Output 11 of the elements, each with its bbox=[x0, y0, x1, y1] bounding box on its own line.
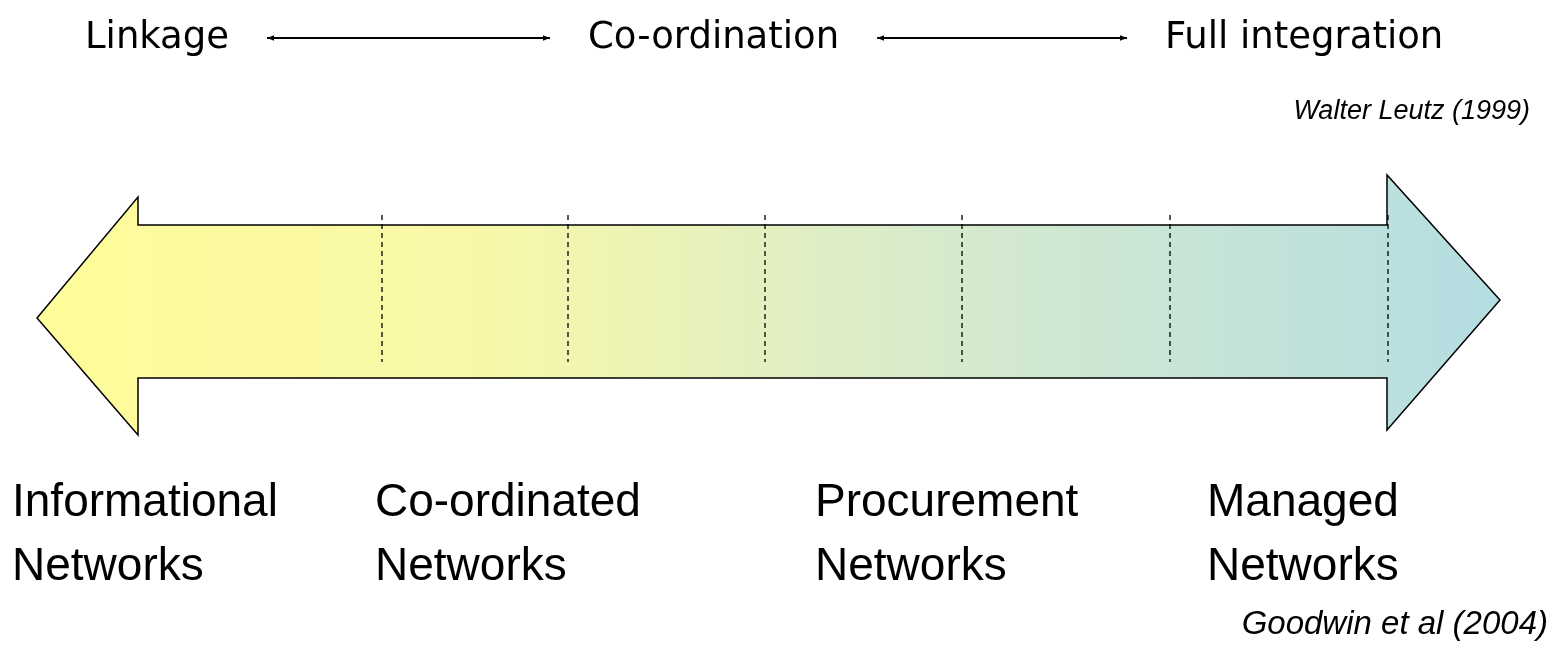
stage-label: Full integration bbox=[1165, 14, 1444, 58]
citation: Goodwin et al (2004) bbox=[1241, 603, 1548, 643]
network-type-label: Managed Networks bbox=[1207, 473, 1400, 593]
stage-label: Linkage bbox=[85, 14, 230, 58]
stage-label: Co-ordination bbox=[588, 14, 840, 58]
network-type-label: Procurement Networks bbox=[815, 473, 1080, 593]
network-type-label: Co-ordinated Networks bbox=[375, 473, 642, 593]
network-type-label: Informational Networks bbox=[12, 473, 279, 593]
citation: Walter Leutz (1999) bbox=[1293, 94, 1530, 127]
double-arrow bbox=[266, 35, 551, 41]
double-arrow bbox=[876, 35, 1128, 41]
